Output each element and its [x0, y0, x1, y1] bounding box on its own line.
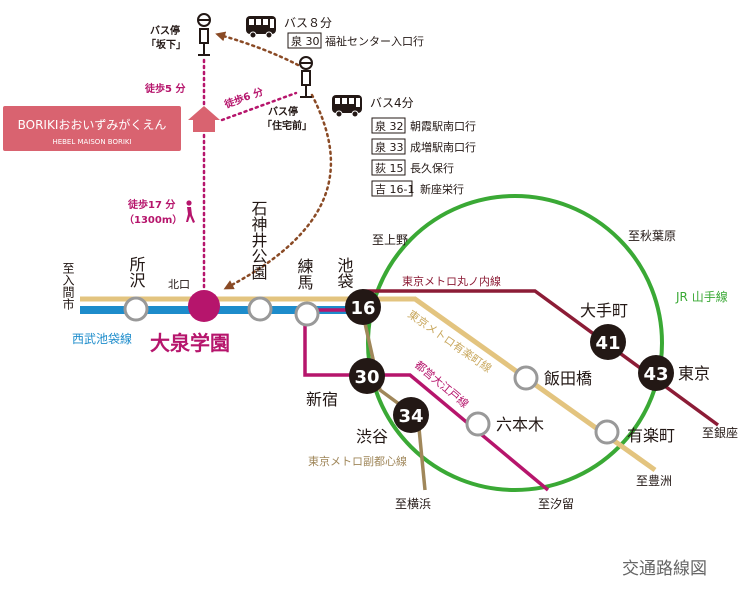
bus-route-dest: 朝霞駅南口行: [410, 120, 476, 133]
line-fukutoshin-label: 東京メトロ副都心線: [308, 454, 407, 468]
station-shinjuku: [349, 358, 385, 394]
bus-stop-jutaku-label: バス停: [268, 105, 298, 118]
station-nerima: [294, 301, 320, 327]
station-shakujii-label: 石神井公園: [249, 200, 268, 280]
station-yurakucho: [594, 419, 620, 445]
property-name: BORIKIおおいずみがくえん: [18, 117, 167, 132]
map-title: 交通路線図: [622, 559, 707, 579]
bus-route-code: 泉 32: [375, 119, 404, 133]
direction-ueno-label: 至上野: [372, 233, 408, 247]
station-nerima-label: 練馬: [295, 258, 314, 291]
bus-route-code-box: [371, 138, 406, 155]
bus-route-sakashita: [215, 31, 300, 67]
station-iidabashi: [513, 365, 539, 391]
shibuya-minutes: 34: [398, 406, 423, 427]
otemachi-minutes: 41: [595, 333, 620, 354]
station-tokorozawa: [123, 296, 149, 322]
bus-stop-sakashita-label: バス停: [150, 24, 180, 37]
direction-toyosu-label: 至豊洲: [636, 474, 672, 488]
station-yurakucho-label: 有楽町: [627, 426, 675, 445]
bus-route-code: 吉 16-1: [375, 183, 414, 196]
station-oizumi-label: 大泉学園: [150, 331, 230, 355]
walk-to-station-label: 徒歩17 分: [127, 198, 175, 211]
station-oizumi-gakuen: [188, 290, 220, 322]
bus-icon: [246, 16, 276, 39]
walk-to-sakashita-label: 徒歩5 分: [144, 82, 185, 95]
station-ikebukuro-label: 池袋: [335, 257, 354, 289]
line-seibu-label: 西武池袋線: [72, 331, 132, 346]
bus-route-dest: 福祉センター入口行: [325, 34, 424, 48]
station-tokyo-label: 東京: [678, 364, 710, 383]
bus-route-code: 泉 33: [375, 140, 404, 154]
station-shinjuku-label: 新宿: [306, 390, 338, 409]
walk-distance-label: （1300m）: [124, 213, 182, 226]
shinjuku-minutes: 30: [354, 367, 379, 388]
station-shibuya: [393, 397, 429, 433]
bus-route-code: 泉 30: [291, 34, 320, 48]
line-marunouchi-label: 東京メトロ丸ノ内線: [402, 274, 501, 288]
walking-person-icon: [186, 200, 195, 223]
bus-stop-sakashita-name: 「坂下」: [146, 38, 186, 51]
bus-route-code-box: [371, 180, 413, 197]
bus-route-dest: 新座栄行: [420, 182, 464, 196]
direction-shiodome-label: 至汐留: [538, 496, 574, 511]
bus-route-jutaku: [223, 93, 333, 290]
station-iidabashi-label: 飯田橋: [544, 369, 592, 388]
bus-sakashita-duration: バス８分: [284, 16, 332, 30]
property-badge: [3, 106, 181, 151]
bus-stop-sakashita-icon: [197, 13, 211, 56]
line-jr-label: JR 山手線: [675, 289, 728, 304]
house-icon: [188, 106, 220, 132]
station-tokyo: [638, 355, 674, 391]
station-otemachi-label: 大手町: [580, 301, 628, 320]
bus-stop-jutaku-name: 「住宅前」: [262, 119, 312, 132]
bus-route-code-box: [287, 32, 322, 49]
direction-akihabara-label: 至秋葉原: [628, 229, 676, 243]
station-tokorozawa-label: 所沢: [127, 256, 146, 288]
bus-route-dest: 長久保行: [410, 161, 454, 175]
tokyo-minutes: 43: [643, 364, 668, 385]
station-roppongi-label: 六本木: [496, 415, 544, 434]
bus-route-code-box: [371, 159, 406, 176]
ikebukuro-minutes: 16: [350, 298, 375, 319]
bus-route-dest: 成増駅南口行: [410, 141, 476, 154]
bus-icon: [332, 95, 362, 118]
bus-route-code: 荻 15: [375, 162, 404, 175]
station-roppongi: [465, 411, 491, 437]
station-otemachi: [590, 324, 626, 360]
bus-route-code-box: [371, 117, 406, 134]
station-ikebukuro: [345, 289, 381, 325]
bus-stop-jutaku-icon: [299, 56, 313, 98]
station-kitaguchi-label: 北口: [168, 278, 190, 291]
property-subname: HEBEL MAISON BORIKI: [52, 138, 131, 146]
direction-ginza-label: 至銀座: [702, 425, 738, 440]
station-shibuya-label: 渋谷: [356, 427, 388, 446]
walk-route-to-jutaku: [220, 91, 298, 122]
direction-yokohama-label: 至横浜: [395, 497, 431, 511]
oedo-line: [303, 308, 550, 492]
direction-irumashi-label: 至入間市: [61, 262, 75, 310]
bus-jutaku-duration: バス4分: [370, 96, 414, 110]
station-shakujii-koen: [247, 296, 273, 322]
